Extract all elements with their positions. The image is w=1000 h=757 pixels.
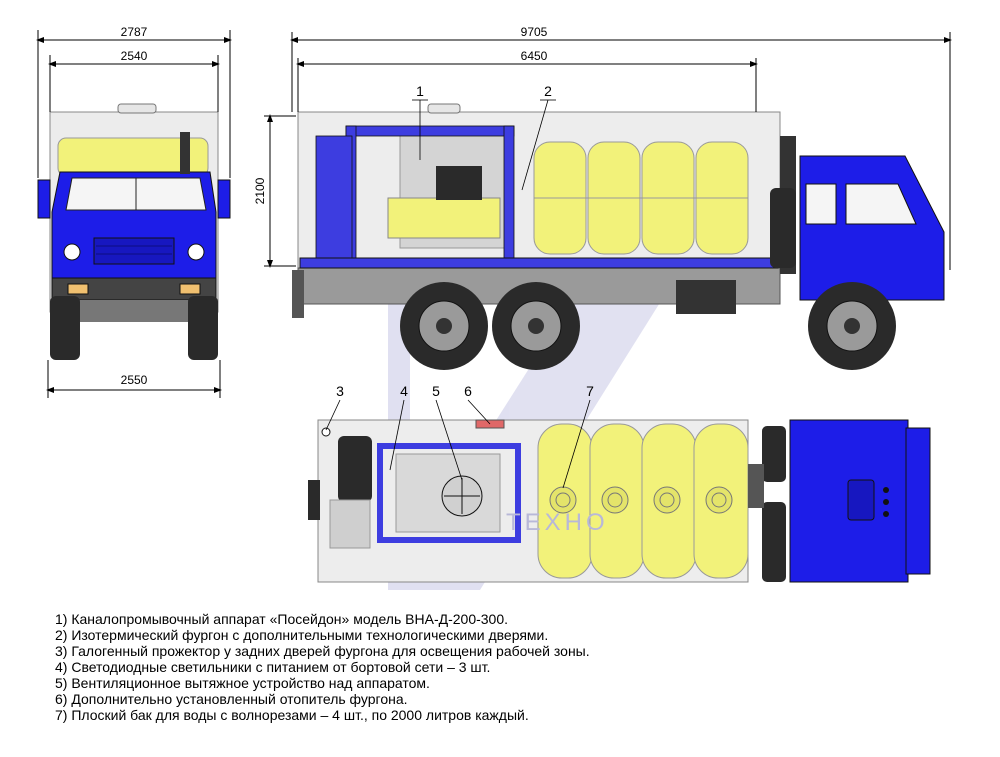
- side-callout-leaders: [412, 99, 556, 191]
- front-roof-vent: [117, 103, 157, 114]
- side-apparatus-engine: [436, 166, 482, 200]
- dim-front-total-width: 2787: [121, 25, 148, 39]
- dim-front-track-width: 2550: [121, 373, 148, 387]
- legend-item: 6) Дополнительно установленный отопитель…: [55, 691, 408, 707]
- front-headlight-left: [63, 243, 81, 261]
- dim-side-total-length: 9705: [521, 25, 548, 39]
- top-blue-frame: [377, 443, 521, 543]
- side-dimensions: [264, 32, 952, 270]
- legend-item: 2) Изотермический фургон с дополнительны…: [55, 627, 549, 643]
- front-view: [37, 103, 231, 360]
- callout-4: 4: [400, 383, 408, 399]
- side-spare-wheel: [770, 188, 796, 268]
- callout-6: 6: [464, 383, 472, 399]
- callout-5: 5: [432, 383, 440, 399]
- legend: 1) Каналопромывочный аппарат «Посейдон» …: [55, 611, 590, 723]
- top-floodlight: [321, 427, 331, 437]
- side-cab: [799, 155, 945, 301]
- legend-item: 4) Светодиодные светильники с питанием о…: [55, 659, 491, 675]
- side-wheels: [400, 282, 896, 370]
- front-exhaust: [180, 132, 190, 174]
- side-cab-window: [845, 183, 917, 225]
- top-wheel-front-left: [762, 426, 786, 482]
- top-wheel-front-right: [762, 502, 786, 582]
- side-roof-vent: [427, 103, 461, 114]
- callout-7: 7: [586, 383, 594, 399]
- dim-front-body-width: 2540: [121, 49, 148, 63]
- front-grille: [93, 237, 175, 265]
- top-view: [308, 419, 931, 583]
- legend-item: 1) Каналопромывочный аппарат «Посейдон» …: [55, 611, 509, 627]
- legend-item: 7) Плоский бак для воды с волнорезами – …: [55, 707, 529, 723]
- callout-2: 2: [544, 83, 552, 99]
- front-wheel-right: [188, 296, 218, 360]
- dim-side-body-height: 2100: [253, 177, 267, 204]
- side-view: [292, 103, 945, 370]
- callout-3: 3: [336, 383, 344, 399]
- legend-item: 5) Вентиляционное вытяжное устройство на…: [55, 675, 430, 691]
- front-mirror-right: [217, 179, 231, 219]
- watermark-text: TEXHO: [506, 509, 609, 536]
- dim-side-body-length: 6450: [521, 49, 548, 63]
- side-apparatus-tank: [387, 197, 501, 239]
- front-headlight-right: [187, 243, 205, 261]
- front-dimensions: [36, 30, 232, 398]
- top-cab-roof-hatch: [847, 479, 875, 521]
- front-wheel-left: [50, 296, 80, 360]
- top-callout-leaders: [325, 399, 591, 489]
- callout-1: 1: [416, 83, 424, 99]
- technical-drawing: 2787 2540 2550: [36, 25, 952, 590]
- top-hose-reel: [338, 436, 372, 502]
- top-tank-hatches: [549, 486, 733, 514]
- top-rear-hatch: [308, 480, 320, 520]
- front-mirror-left: [37, 179, 51, 219]
- legend-item: 3) Галогенный прожектор у задних дверей …: [55, 643, 590, 659]
